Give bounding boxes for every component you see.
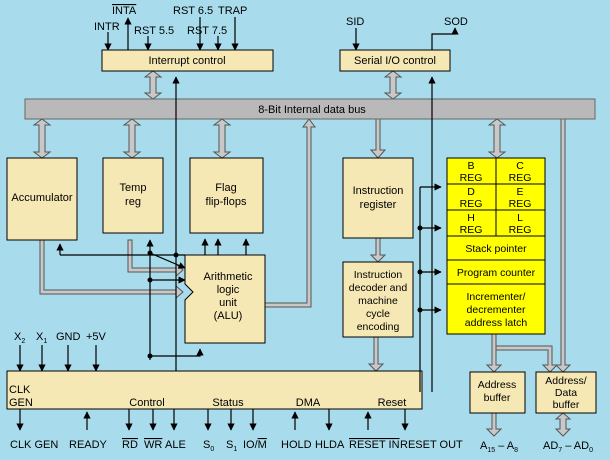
x1-label: X1 bbox=[36, 331, 47, 345]
address-data-buffer-box bbox=[535, 371, 597, 414]
rst55-label: RST 5.5 bbox=[134, 25, 174, 37]
timing-control-box bbox=[6, 370, 423, 410]
alu-label-2: logic bbox=[217, 284, 240, 296]
flag-flipflops-box bbox=[189, 157, 264, 234]
instruction-decoder-label-5: encoding bbox=[357, 321, 400, 333]
instruction-decoder-label-3: machine bbox=[358, 295, 398, 307]
program-counter-label: Program counter bbox=[457, 267, 536, 279]
address-data-buffer-label-1: Address/ bbox=[545, 375, 587, 387]
accumulator-label: Accumulator bbox=[11, 192, 72, 204]
alu-box bbox=[184, 254, 266, 344]
sod-label: SOD bbox=[444, 16, 468, 28]
status-label: Status bbox=[212, 397, 244, 409]
junction-dots bbox=[147, 225, 423, 359]
incrementer-label-3: address latch bbox=[465, 317, 528, 329]
reg-l-reg: REG bbox=[509, 224, 532, 236]
sid-label: SID bbox=[346, 16, 364, 28]
reg-e-reg: REG bbox=[509, 198, 532, 210]
clk-gen-label-2: GEN bbox=[9, 397, 33, 409]
reg-h bbox=[446, 209, 497, 237]
incrementer-label-2: decrementer bbox=[467, 304, 526, 316]
reg-l-name: L bbox=[517, 212, 523, 224]
reset-label: Reset bbox=[378, 397, 407, 409]
reg-e-name: E bbox=[516, 186, 523, 198]
ale-label: ALE bbox=[165, 439, 186, 451]
reg-l bbox=[495, 209, 546, 237]
reg-h-reg: REG bbox=[460, 224, 483, 236]
alu-label-4: (ALU) bbox=[214, 310, 243, 322]
s0-label: S0 bbox=[203, 439, 214, 453]
control-label: Control bbox=[129, 397, 164, 409]
interrupt-control-box bbox=[101, 49, 274, 72]
address-buffer-label-2: buffer bbox=[484, 392, 511, 404]
serial-io-box bbox=[339, 49, 451, 72]
instruction-decoder-label-1: Instruction bbox=[354, 269, 403, 281]
reg-c-name: C bbox=[516, 160, 524, 172]
flag-flipflops-label-2: flip-flops bbox=[206, 196, 247, 208]
stack-pointer-label: Stack pointer bbox=[465, 243, 527, 255]
trap-label: TRAP bbox=[218, 5, 247, 17]
gnd-label: GND bbox=[56, 331, 81, 343]
alu-label-3: unit bbox=[219, 297, 237, 309]
a15-a8-label: A15 – A8 bbox=[480, 440, 518, 454]
temp-reg-box bbox=[102, 157, 164, 234]
flag-flipflops-label-1: Flag bbox=[215, 182, 236, 194]
register-file: B REG C REG D REG E REG H REG L REG Stac… bbox=[446, 157, 546, 335]
reg-d-reg: REG bbox=[460, 198, 483, 210]
dma-label: DMA bbox=[296, 397, 321, 409]
internal-data-bus-label: 8-Bit Internal data bus bbox=[258, 104, 366, 116]
alu-label-1: Arithmetic bbox=[204, 271, 253, 283]
reg-d-name: D bbox=[467, 186, 475, 198]
instruction-register-label-1: Instruction bbox=[353, 185, 404, 197]
iom-label: IO/M bbox=[243, 439, 267, 451]
temp-reg-label-2: reg bbox=[125, 196, 141, 208]
rd-label: RD bbox=[122, 439, 138, 451]
internal-data-bus bbox=[24, 98, 596, 120]
instruction-register-box bbox=[342, 157, 414, 239]
clk-gen-out-label: CLK GEN bbox=[10, 439, 58, 451]
reg-b-reg: REG bbox=[460, 172, 483, 184]
rst65-label: RST 6.5 bbox=[173, 5, 213, 17]
reg-c bbox=[495, 157, 546, 185]
instruction-register-label-2: register bbox=[360, 199, 397, 211]
signal-lines bbox=[16, 17, 459, 431]
s1-label: S1 bbox=[226, 439, 237, 453]
instruction-decoder-label-2: decoder and bbox=[349, 282, 408, 294]
instruction-decoder-label-4: cycle bbox=[366, 308, 390, 320]
inta-label: INTA bbox=[112, 5, 137, 17]
hold-label: HOLD bbox=[281, 439, 312, 451]
ad7-ad0-label: AD7 – AD0 bbox=[543, 440, 593, 454]
reg-e bbox=[495, 183, 546, 211]
accumulator-box bbox=[6, 157, 78, 241]
hlda-label: HLDA bbox=[315, 439, 345, 451]
signal-labels: INTA INTR RST 6.5 RST 5.5 RST 7.5 TRAP S… bbox=[10, 5, 593, 454]
x2-label: X2 bbox=[14, 331, 25, 345]
reset-out-label: RESET OUT bbox=[400, 439, 463, 451]
reg-h-name: H bbox=[467, 212, 475, 224]
reg-c-reg: REG bbox=[509, 172, 532, 184]
bus-arrows bbox=[32, 70, 572, 437]
clk-gen-label-1: CLK bbox=[9, 384, 31, 396]
reg-b bbox=[446, 157, 497, 185]
address-data-buffer-label-2: Data bbox=[555, 387, 577, 399]
instruction-decoder-box bbox=[342, 261, 414, 338]
reset-in-label: RESET IN bbox=[349, 439, 400, 451]
vcc-label: +5V bbox=[86, 331, 107, 343]
incrementer-box bbox=[446, 283, 546, 335]
stack-pointer-box bbox=[446, 235, 546, 261]
wr-label: WR bbox=[144, 439, 162, 451]
ready-label: READY bbox=[69, 439, 108, 451]
address-buffer-box bbox=[469, 371, 526, 414]
intr-label: INTR bbox=[94, 21, 120, 33]
reg-b-name: B bbox=[467, 160, 474, 172]
rst75-label: RST 7.5 bbox=[187, 25, 227, 37]
interrupt-control-label: Interrupt control bbox=[148, 55, 225, 67]
incrementer-label-1: Incrementer/ bbox=[467, 291, 526, 303]
serial-io-label: Serial I/O control bbox=[354, 55, 436, 67]
address-buffer-label-1: Address bbox=[478, 379, 517, 391]
temp-reg-label-1: Temp bbox=[120, 182, 147, 194]
address-data-buffer-label-3: buffer bbox=[553, 399, 580, 411]
